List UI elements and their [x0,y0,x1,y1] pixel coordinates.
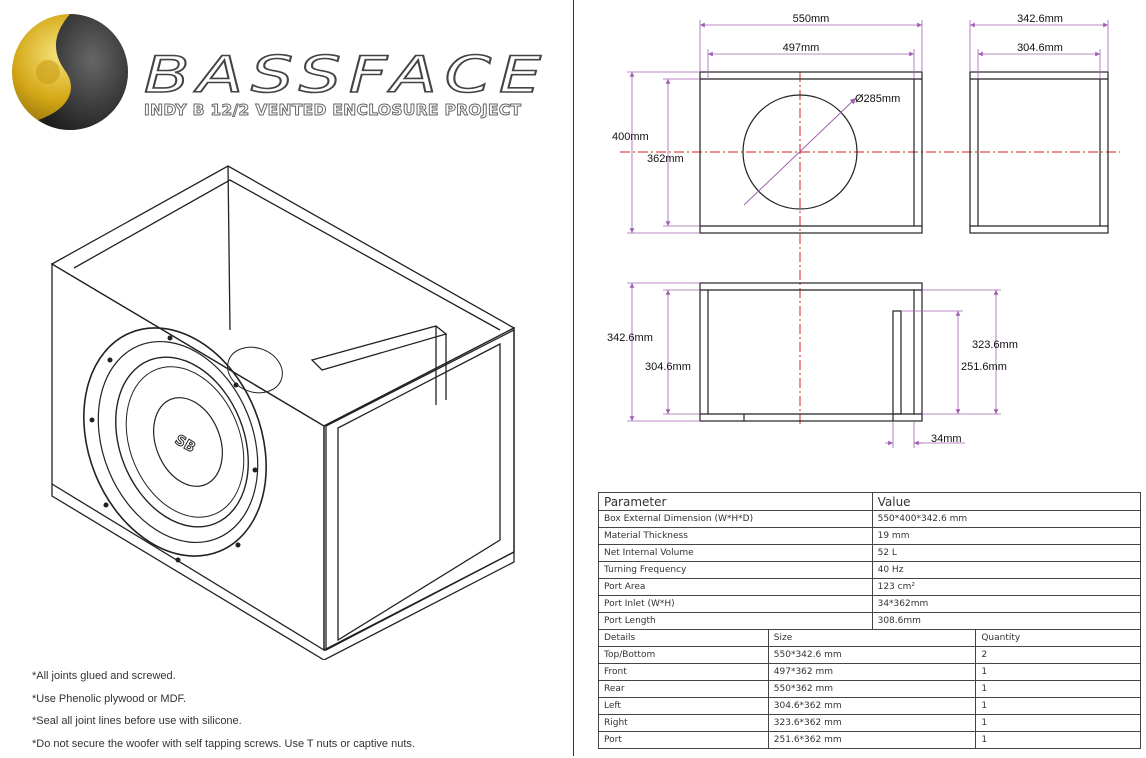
spec-table: Parameter Value Box External Dimension (… [598,492,1141,749]
spec-row: Port Inlet (W*H)34*362mm [599,596,1141,613]
detail-size: 497*362 mm [768,664,976,681]
dim-cutout-diameter: Ø285mm [855,93,900,105]
isometric-enclosure-drawing: SB [40,150,530,660]
param-name: Port Area [599,579,873,596]
detail-quantity: 1 [976,698,1141,715]
detail-quantity: 1 [976,681,1141,698]
detail-name: Right [599,715,769,732]
detail-name: Front [599,664,769,681]
brand-name: BASSFACE [144,50,549,100]
param-value: 550*400*342.6 mm [872,511,1140,528]
dim-port-panel-outer: 323.6mm [972,339,1018,351]
details-header-size: Size [768,630,976,647]
spec-row: Box External Dimension (W*H*D)550*400*34… [599,511,1141,528]
param-value: 308.6mm [872,613,1140,630]
dim-side-depth-inner: 304.6mm [1017,42,1063,54]
param-value: 123 cm² [872,579,1140,596]
driver-badge: SB [172,432,198,456]
dim-front-height-inner: 362mm [647,153,684,165]
detail-size: 550*342.6 mm [768,647,976,664]
detail-quantity: 1 [976,715,1141,732]
param-value: 19 mm [872,528,1140,545]
details-header-row: Details Size Quantity [599,630,1141,647]
param-name: Box External Dimension (W*H*D) [599,511,873,528]
spec-header-value: Value [872,493,1140,511]
dim-top-depth-inner: 304.6mm [645,361,691,373]
top-section-view [700,283,922,421]
param-value: 34*362mm [872,596,1140,613]
build-notes: *All joints glued and screwed. *Use Phen… [32,668,415,758]
orthographic-drawings: 550mm 497mm 342.6mm 304.6mm 400mm 362mm … [574,0,1146,480]
dim-top-depth-outer: 342.6mm [607,332,653,344]
detail-size: 550*362 mm [768,681,976,698]
dim-front-height-outer: 400mm [612,131,649,143]
detail-name: Left [599,698,769,715]
param-name: Port Inlet (W*H) [599,596,873,613]
param-name: Net Internal Volume [599,545,873,562]
note-item: *Seal all joint lines before use with si… [32,713,415,736]
note-item: *All joints glued and screwed. [32,668,415,691]
details-header-details: Details [599,630,769,647]
param-name: Turning Frequency [599,562,873,579]
dim-port-panel-inner: 251.6mm [961,361,1007,373]
detail-quantity: 1 [976,732,1141,749]
detail-name: Port [599,732,769,749]
dim-front-width-outer: 550mm [793,13,830,25]
detail-size: 251.6*362 mm [768,732,976,749]
note-item: *Use Phenolic plywood or MDF. [32,691,415,714]
detail-quantity: 1 [976,664,1141,681]
dim-front-width-inner: 497mm [783,42,820,54]
dim-port-width: 34mm [931,433,962,445]
brand-wordmark: BASSFACE [140,50,560,100]
bassface-logo [8,10,132,134]
param-name: Port Length [599,613,873,630]
note-item: *Do not secure the woofer with self tapp… [32,736,415,758]
detail-name: Rear [599,681,769,698]
detail-quantity: 2 [976,647,1141,664]
detail-name: Top/Bottom [599,647,769,664]
spec-header-parameter: Parameter [599,493,873,511]
detail-size: 323.6*362 mm [768,715,976,732]
param-name: Material Thickness [599,528,873,545]
param-value: 40 Hz [872,562,1140,579]
details-header-quantity: Quantity [976,630,1141,647]
project-subtitle: INDY B 12/2 VENTED ENCLOSURE PROJECT [144,101,521,119]
detail-size: 304.6*362 mm [768,698,976,715]
param-value: 52 L [872,545,1140,562]
dim-side-depth-outer: 342.6mm [1017,13,1063,25]
